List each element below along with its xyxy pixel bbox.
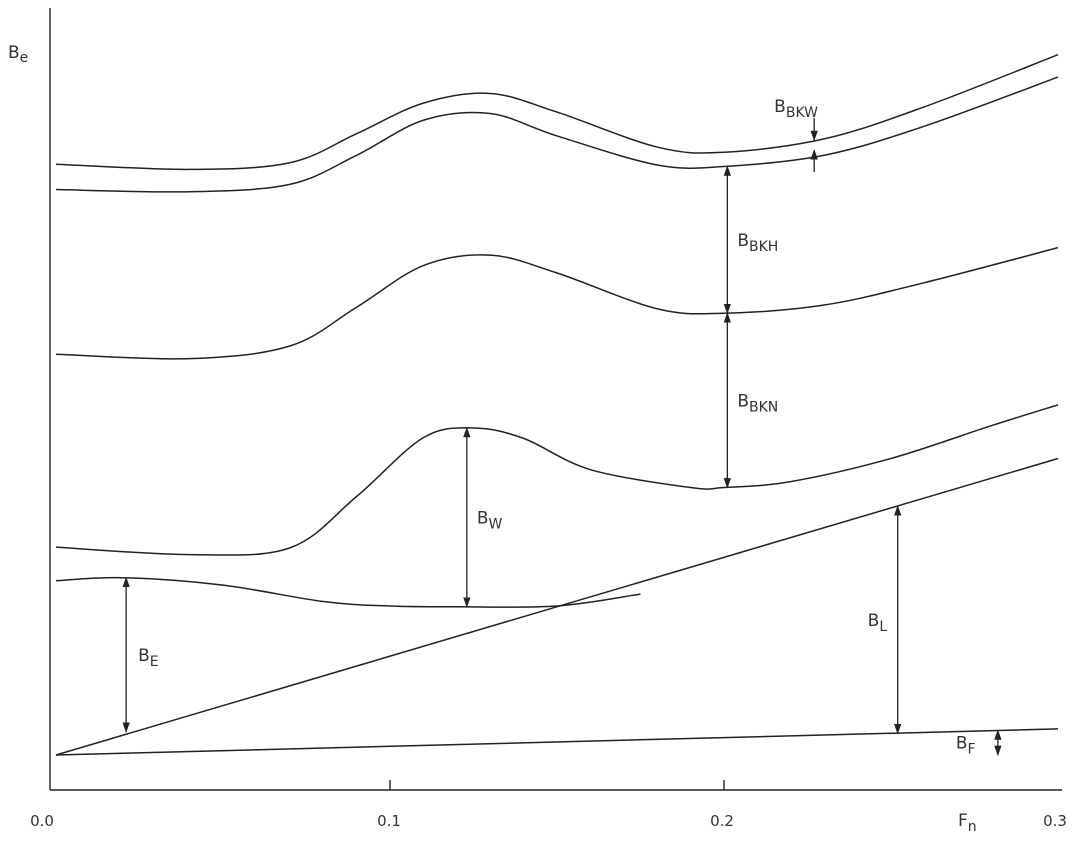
y-axis-label-sub: e (20, 50, 29, 66)
dim-bf-label-main: B (956, 734, 968, 754)
x-axis-label-sub: n (968, 819, 977, 835)
dim-bkw-label: BBKW (774, 97, 818, 121)
x-tick-label: 0.3 (1043, 812, 1067, 830)
dim-bl-label: BL (868, 611, 888, 635)
dim-bf-label-sub: F (968, 742, 976, 758)
dim-bf-label: BF (956, 734, 976, 758)
dim-bkn-label: BBKN (737, 391, 778, 415)
x-tick-label: 0.0 (30, 812, 54, 830)
x-ticks: 0.0 0.1 0.2 0.3 (30, 780, 1067, 830)
x-axis-label-main: F (958, 811, 968, 831)
dim-bl-label-sub: L (879, 619, 887, 635)
x-tick-label: 0.2 (710, 812, 734, 830)
dim-bkh-label-sub: BKH (749, 239, 778, 255)
y-axis-label-main: B (8, 43, 20, 63)
dim-bkw-label-sub: BKW (786, 105, 818, 121)
series-bkh-curve (55, 76, 1059, 193)
dim-be-label-main: B (138, 646, 150, 666)
dim-be-label: BE (138, 646, 159, 670)
dim-bw-label-main: B (477, 508, 489, 528)
x-axis-label: Fn (958, 811, 977, 835)
dim-bkh-label: BBKH (737, 231, 778, 255)
dim-bw-label-sub: W (488, 516, 502, 532)
curves (55, 54, 1059, 756)
dim-bkh-label-main: B (737, 231, 749, 251)
dim-bkn-label-main: B (737, 391, 749, 411)
series-bkn-curve (55, 246, 1059, 360)
series-bw-curve (55, 404, 1059, 556)
x-tick-label: 0.1 (377, 812, 401, 830)
series-bf-line (55, 728, 1059, 756)
y-axis-label: Be (8, 43, 28, 66)
series-bkw-curve (55, 54, 1059, 171)
dim-be-label-sub: E (150, 654, 159, 670)
dim-bl-label-main: B (868, 611, 880, 631)
dim-bkn-label-sub: BKN (749, 399, 778, 415)
series-be-line (55, 576, 641, 608)
dim-bw-label: BW (477, 508, 503, 532)
dim-bkw-label-main: B (774, 97, 786, 117)
